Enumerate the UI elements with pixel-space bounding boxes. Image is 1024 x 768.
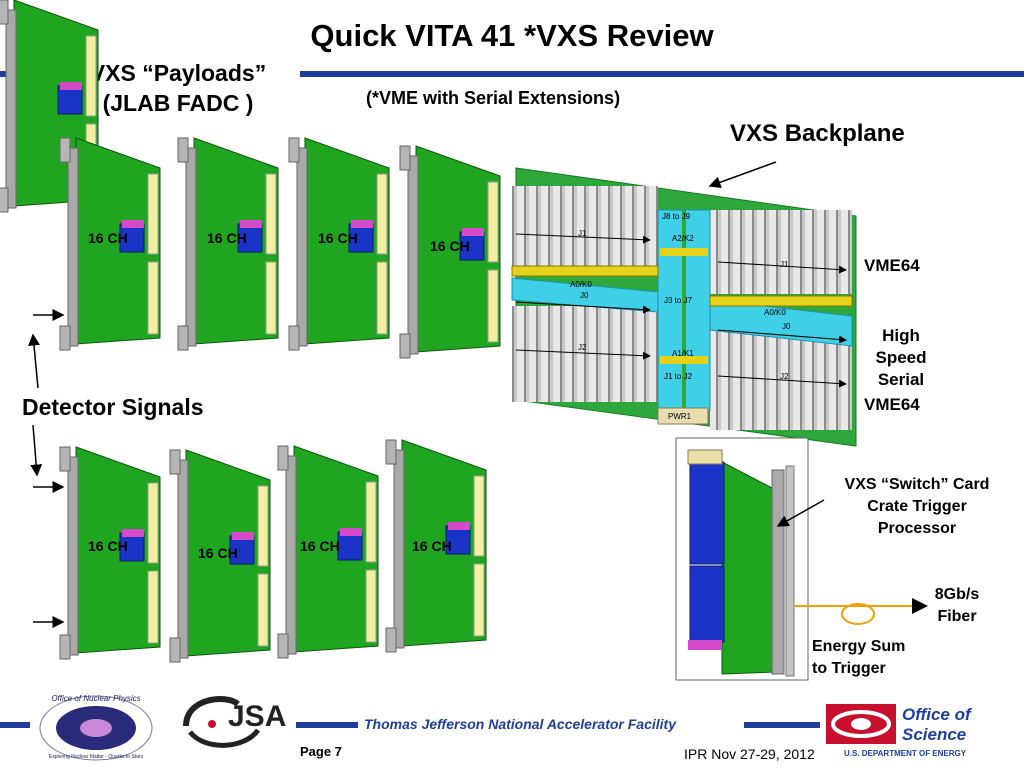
conn-a0k0-left: A0/K0: [570, 280, 592, 289]
channel-label-1: 16 CH: [88, 230, 128, 246]
vxs-backplane: [511, 167, 857, 447]
channel-label-3: 16 CH: [318, 230, 358, 246]
oos-dept: U.S. DEPARTMENT OF ENERGY: [844, 749, 967, 758]
vme64-bottom-label: VME64: [864, 395, 920, 414]
office-of-science-logo: Office of Science U.S. DEPARTMENT OF ENE…: [826, 704, 973, 758]
high-speed-serial-label: High Speed Serial: [856, 325, 946, 391]
backplane-pointer-arrow: [708, 161, 777, 189]
conn-j3-j7: J3 to J7: [664, 296, 693, 305]
conn-j2-right: J2: [780, 372, 789, 381]
conn-j1-right: J1: [780, 260, 789, 269]
high-speed-line2: Serial: [877, 370, 925, 389]
switch-card-pointer-arrow: [776, 499, 825, 527]
channel-label-6: 16 CH: [198, 545, 238, 561]
oos-line2: Science: [902, 725, 966, 744]
fiber-line2: Fiber: [937, 608, 977, 625]
channel-label-4: 16 CH: [430, 238, 470, 254]
switch-card-line1: VXS “Switch” Card: [844, 476, 990, 493]
conn-j0-right: J0: [782, 322, 791, 331]
conn-j2-left: J2: [578, 343, 587, 352]
switch-card-line3: Processor: [877, 520, 957, 537]
footer-bar-left: [0, 722, 30, 728]
channel-label-7: 16 CH: [300, 538, 340, 554]
detector-signals-label: Detector Signals: [22, 394, 204, 420]
conn-a2k2: A2/K2: [672, 234, 694, 243]
onp-logo-sub: Exploring Nuclear Matter - Quarks to Sta…: [49, 754, 144, 760]
event-date: IPR Nov 27-29, 2012: [684, 746, 815, 762]
channel-label-5: 16 CH: [88, 538, 128, 554]
conn-a1k1: A1/K1: [672, 349, 694, 358]
switch-card-label: VXS “Switch” Card Crate Trigger Processo…: [822, 474, 1012, 540]
jsa-logo: JSA: [183, 696, 286, 748]
conn-j1-j2: J1 to J2: [664, 372, 693, 381]
page-title: Quick VITA 41 *VXS Review: [310, 18, 714, 53]
switch-card: [675, 437, 809, 681]
channel-label-2: 16 CH: [207, 230, 247, 246]
conn-pwr1: PWR1: [668, 412, 692, 421]
high-speed-line1: High Speed: [875, 326, 927, 367]
vme64-top-label: VME64: [864, 256, 920, 275]
fiber-link: [794, 598, 928, 625]
payloads-line2: (JLAB FADC ): [102, 90, 254, 116]
conn-a0k0-right: A0/K0: [764, 308, 786, 317]
channel-label-8: 16 CH: [412, 538, 452, 554]
header-bar-right: [300, 71, 1024, 77]
energy-line2: to Trigger: [812, 660, 886, 677]
conn-j1-left: J1: [578, 229, 587, 238]
footer-bar-mid: [296, 722, 358, 728]
footer-bar-right: [744, 722, 820, 728]
onp-logo: Office of Nuclear Physics Exploring Nucl…: [39, 694, 153, 761]
page-number: Page 7: [300, 744, 342, 759]
subtitle: (*VME with Serial Extensions): [366, 88, 621, 108]
switch-card-line2: Crate Trigger: [867, 498, 967, 515]
energy-sum-label: Energy Sum to Trigger: [812, 636, 905, 680]
conn-j8-j9: J8 to J9: [662, 212, 691, 221]
facility-name: Thomas Jefferson National Accelerator Fa…: [364, 716, 676, 732]
oos-line1: Office of: [902, 705, 973, 724]
fiber-line1: 8Gb/s: [934, 586, 980, 603]
jsa-logo-text: JSA: [228, 700, 286, 733]
backplane-label: VXS Backplane: [730, 120, 905, 147]
conn-j0-left: J0: [580, 291, 589, 300]
payloads-line1: VXS “Payloads”: [89, 60, 267, 86]
energy-line1: Energy Sum: [812, 638, 906, 655]
vxs-diagram: [0, 0, 928, 681]
payloads-label: VXS “Payloads” (JLAB FADC ): [58, 58, 298, 118]
onp-logo-text: Office of Nuclear Physics: [51, 694, 140, 703]
fiber-label: 8Gb/s Fiber: [920, 584, 994, 628]
backplane-connector-labels: J8 to J9 A2/K2 J1 J1 A0/K0 J0 J3 to J7 A…: [570, 212, 791, 421]
